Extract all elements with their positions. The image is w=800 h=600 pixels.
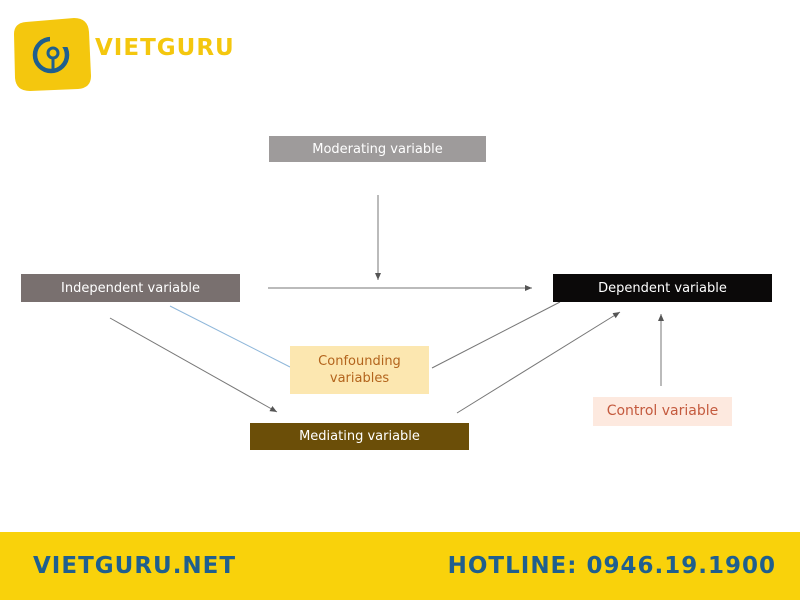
node-mediating-variable: Mediating variable <box>250 423 469 450</box>
footer-bar: VIETGURU.NET HOTLINE: 0946.19.1900 <box>0 532 800 600</box>
website-link[interactable]: VIETGURU.NET <box>33 553 237 579</box>
node-control-variable: Control variable <box>593 397 732 426</box>
node-confounding-variables: Confounding variables <box>290 346 429 394</box>
arrow-mediating-to-dependent <box>456 311 621 414</box>
diagram-connectors <box>109 195 664 414</box>
line-confounding-to-dependent <box>431 301 561 369</box>
vietguru-logo-icon <box>14 18 91 91</box>
node-moderating-variable: Moderating variable <box>269 136 486 162</box>
node-dependent-variable: Dependent variable <box>553 274 772 302</box>
arrow-independent-to-mediating <box>109 317 278 413</box>
node-independent-variable: Independent variable <box>21 274 240 302</box>
line-independent-to-confounding <box>169 305 291 368</box>
hotline-text: HOTLINE: 0946.19.1900 <box>447 553 776 579</box>
brand-name: VIETGURU <box>95 35 235 61</box>
